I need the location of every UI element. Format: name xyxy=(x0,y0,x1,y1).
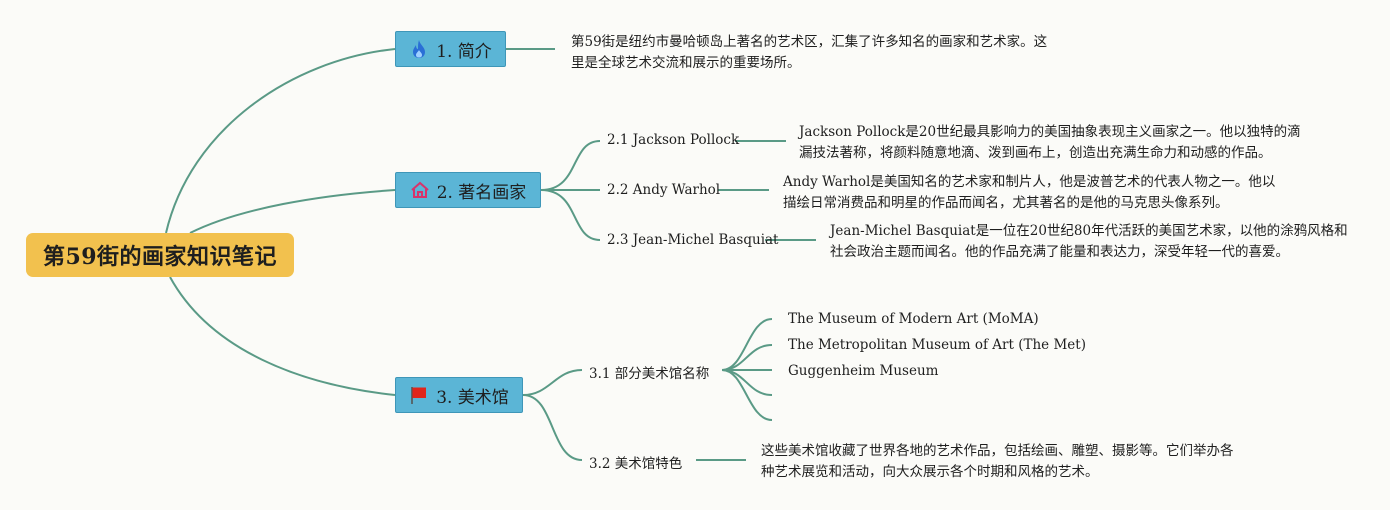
warhol-description-line-2: 描绘日常消费品和明星的作品而闻名，尤其著名的是他的马克思头像系列。 xyxy=(783,195,1229,211)
features-description: 这些美术馆收藏了世界各地的艺术作品，包括绘画、雕塑、摄影等。它们举办各 种艺术展… xyxy=(761,441,1271,483)
topic-famous-painters-label: 2. 著名画家 xyxy=(436,182,527,203)
connector-museum-2 xyxy=(721,344,773,371)
basquiat-description-line-2: 社会政治主题而闻名。他的作品充满了能量和表达力，深受年轻一代的喜爱。 xyxy=(830,244,1289,260)
museum-names-label: 3.1 部分美术馆名称 xyxy=(589,366,710,382)
painter-basquiat-label: 2.3 Jean-Michel Basquiat xyxy=(607,232,779,248)
museum-item[interactable]: Guggenheim Museum xyxy=(788,363,938,379)
topic-art-museums-label: 3. 美术馆 xyxy=(436,387,509,408)
warhol-description: Andy Warhol是美国知名的艺术家和制片人，他是波普艺术的代表人物之一。他… xyxy=(783,172,1303,214)
connector-root-topic2 xyxy=(189,189,396,234)
connector-topic3-child2 xyxy=(522,394,583,461)
connector-museum-1 xyxy=(721,318,773,371)
intro-description: 第59街是纽约市曼哈顿岛上著名的艺术区，汇集了许多知名的画家和艺术家。这 里是全… xyxy=(571,32,1071,74)
museum-item-met: The Metropolitan Museum of Art (The Met) xyxy=(788,337,1086,353)
warhol-description-line-1: Andy Warhol是美国知名的艺术家和制片人，他是波普艺术的代表人物之一。他… xyxy=(783,174,1276,190)
pollock-description: Jackson Pollock是20世纪最具影响力的美国抽象表现主义画家之一。他… xyxy=(799,122,1339,164)
intro-description-line-1: 第59街是纽约市曼哈顿岛上著名的艺术区，汇集了许多知名的画家和艺术家。这 xyxy=(571,34,1048,50)
topic-art-museums[interactable]: 3. 美术馆 xyxy=(395,377,523,413)
connector-museum-4 xyxy=(721,369,773,396)
connector-topic2-child3 xyxy=(540,189,601,241)
fire-icon xyxy=(409,39,429,59)
root-node[interactable]: 第59街的画家知识笔记 xyxy=(26,233,294,277)
museum-item-guggenheim: Guggenheim Museum xyxy=(788,363,939,379)
connector-root-topic1 xyxy=(165,48,396,234)
red-flag-icon xyxy=(409,385,429,405)
pollock-description-line-2: 漏技法著称，将颜料随意地滴、泼到画布上，创造出充满生命力和动感的作品。 xyxy=(799,145,1272,161)
museum-item[interactable]: The Museum of Modern Art (MoMA) xyxy=(788,311,1039,327)
intro-description-line-2: 里是全球艺术交流和展示的重要场所。 xyxy=(571,55,801,71)
topic-intro[interactable]: 1. 简介 xyxy=(395,31,506,67)
basquiat-description-line-1: Jean-Michel Basquiat是一位在20世纪80年代活跃的美国艺术家… xyxy=(830,223,1348,239)
features-description-line-1: 这些美术馆收藏了世界各地的艺术作品，包括绘画、雕塑、摄影等。它们举办各 xyxy=(761,443,1234,459)
museum-item-moma: The Museum of Modern Art (MoMA) xyxy=(788,311,1039,327)
painter-basquiat[interactable]: 2.3 Jean-Michel Basquiat xyxy=(607,232,779,248)
painter-warhol-label: 2.2 Andy Warhol xyxy=(607,182,721,198)
features-description-line-2: 种艺术展览和活动，向大众展示各个时期和风格的艺术。 xyxy=(761,464,1099,480)
basquiat-description: Jean-Michel Basquiat是一位在20世纪80年代活跃的美国艺术家… xyxy=(830,221,1375,263)
painter-pollock[interactable]: 2.1 Jackson Pollock xyxy=(607,132,739,148)
house-icon xyxy=(410,180,430,200)
painter-warhol[interactable]: 2.2 Andy Warhol xyxy=(607,182,720,198)
topic-intro-label: 1. 简介 xyxy=(436,41,492,62)
connector-topic2-child1 xyxy=(540,140,601,191)
connector-root-topic3 xyxy=(169,276,396,396)
museum-features[interactable]: 3.2 美术馆特色 xyxy=(589,452,682,472)
topic-famous-painters[interactable]: 2. 著名画家 xyxy=(395,172,541,208)
museum-names[interactable]: 3.1 部分美术馆名称 xyxy=(589,362,709,382)
pollock-description-line-1: Jackson Pollock是20世纪最具影响力的美国抽象表现主义画家之一。他… xyxy=(799,124,1301,140)
connector-museum-5 xyxy=(721,369,773,421)
root-title: 第59街的画家知识笔记 xyxy=(42,244,278,270)
connector-topic3-child1 xyxy=(522,369,583,396)
painter-pollock-label: 2.1 Jackson Pollock xyxy=(607,132,740,148)
museum-item[interactable]: The Metropolitan Museum of Art (The Met) xyxy=(788,337,1086,353)
museum-features-label: 3.2 美术馆特色 xyxy=(589,456,683,472)
